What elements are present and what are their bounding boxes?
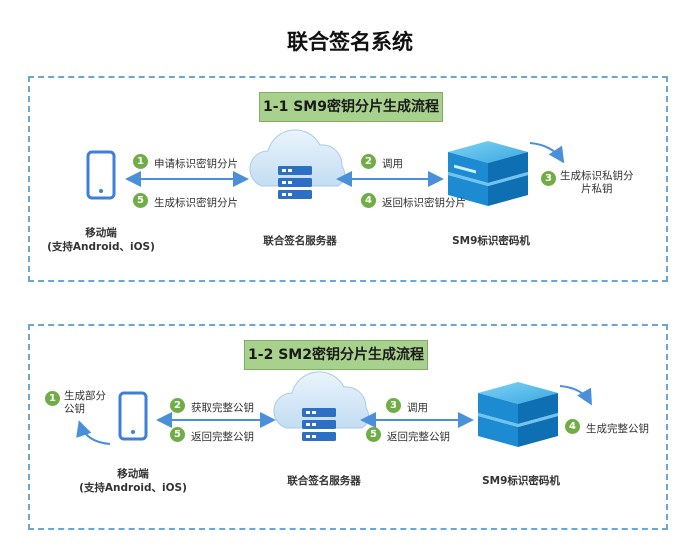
hsm-server-icon <box>448 141 528 206</box>
cloud-server-icon <box>249 129 346 199</box>
step-label: 返回标识密钥分片 <box>382 197 466 209</box>
step-label: 返回完整公钥 <box>387 431 450 443</box>
step-label: 生成标识私钥分片私钥 <box>560 170 634 195</box>
step-label: 生成标识密钥分片 <box>154 197 238 209</box>
server-label: 联合签名服务器 <box>263 235 337 247</box>
step-label: 生成部分公钥 <box>64 390 106 415</box>
mobile-phone-icon <box>86 150 116 200</box>
hsm-label: SM9标识密码机 <box>482 475 560 487</box>
step-badge: 4 <box>565 419 580 434</box>
step-label: 调用 <box>382 158 403 170</box>
step-label: 调用 <box>407 402 428 414</box>
panel2-banner: 1-2 SM2密钥分片生成流程 <box>244 340 428 370</box>
step-badge: 5 <box>366 427 381 442</box>
arrow-hsm-self-1 <box>529 142 565 164</box>
step-badge: 5 <box>133 193 148 208</box>
mobile-label: 移动端(支持Android、iOS) <box>47 227 155 253</box>
step-badge: 1 <box>133 154 148 169</box>
panel-sm2-flow <box>28 324 668 530</box>
step-badge: 2 <box>361 154 376 169</box>
panel-sm9-flow <box>28 76 668 282</box>
step-badge: 2 <box>170 398 185 413</box>
hsm-server-icon <box>478 382 558 447</box>
hsm-label: SM9标识密码机 <box>452 235 530 247</box>
step-badge: 1 <box>45 391 60 406</box>
step-badge: 5 <box>170 427 185 442</box>
mobile-phone-icon <box>118 391 148 441</box>
server-label: 联合签名服务器 <box>287 475 361 487</box>
step-label: 返回完整公钥 <box>191 431 254 443</box>
panel1-banner: 1-1 SM9密钥分片生成流程 <box>259 92 443 122</box>
arrow-hsm-self-2 <box>559 385 592 406</box>
diagram-title: 联合签名系统 <box>287 30 413 54</box>
step-badge: 4 <box>361 193 376 208</box>
step-badge: 3 <box>386 398 401 413</box>
step-label: 获取完整公钥 <box>191 402 254 414</box>
arrow-mobile-self-2 <box>76 420 111 445</box>
step-label: 申请标识密钥分片 <box>154 158 238 170</box>
step-badge: 3 <box>541 171 556 186</box>
cloud-server-icon <box>273 371 370 441</box>
mobile-label: 移动端(支持Android、iOS) <box>79 468 187 494</box>
step-label: 生成完整公钥 <box>586 423 649 435</box>
